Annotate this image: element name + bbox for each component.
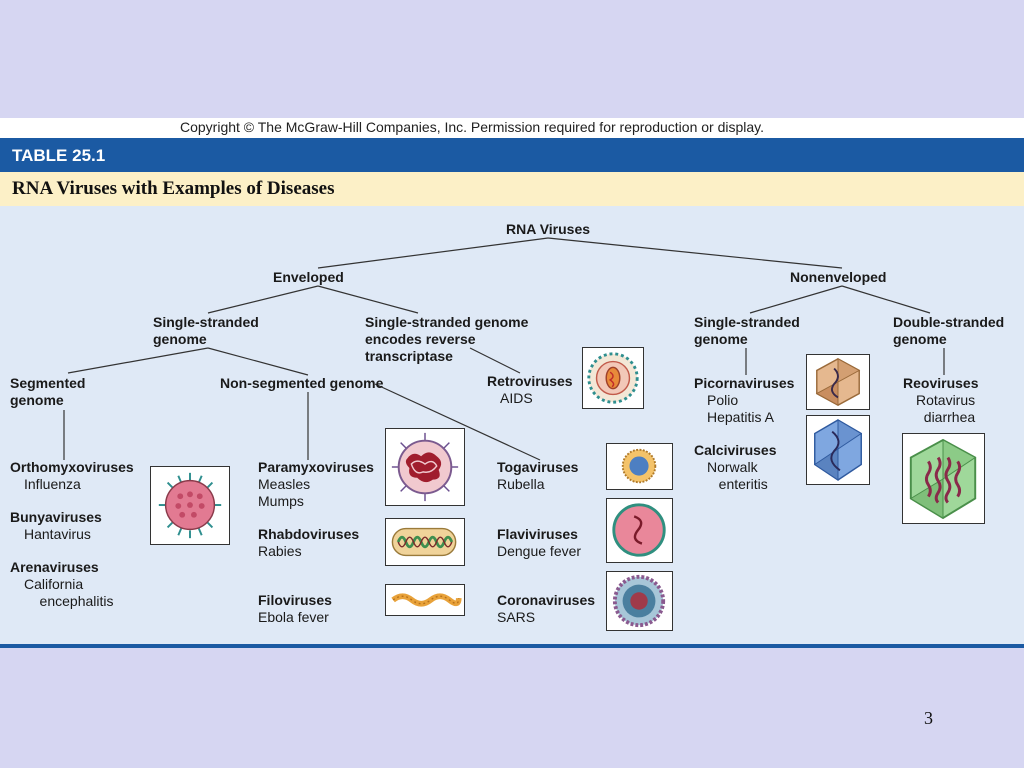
filovirus-illustration <box>385 584 465 616</box>
table-title: RNA Viruses with Examples of Diseases <box>12 178 335 199</box>
flavivirus-illustration <box>606 498 673 563</box>
node-non-segmented: Non-segmented genome <box>220 375 384 391</box>
node-nonenv-double-stranded: Double-stranded genome <box>893 314 1005 347</box>
family-orthomyxoviruses: Orthomyxoviruses <box>10 459 134 475</box>
example-rhabdoviruses: Rabies <box>258 543 302 559</box>
picornavirus-illustration <box>806 354 870 410</box>
rhabdovirus-illustration <box>385 518 465 566</box>
node-env-single-stranded: Single-stranded genome <box>153 314 259 347</box>
paramyxovirus-illustration <box>385 428 465 506</box>
table-number: TABLE 25.1 <box>12 146 106 165</box>
togavirus-illustration <box>606 443 673 490</box>
family-retroviruses: Retroviruses <box>487 373 573 389</box>
table-title-bar <box>0 172 1024 206</box>
node-env-reverse-transcriptase: Single-stranded genome encodes reverse t… <box>365 314 529 364</box>
family-togaviruses: Togaviruses <box>497 459 579 475</box>
retrovirus-illustration <box>582 347 644 409</box>
family-reoviruses: Reoviruses <box>903 375 979 391</box>
example-paramyxoviruses: Measles Mumps <box>258 476 311 509</box>
coronavirus-illustration <box>606 571 673 631</box>
example-reoviruses: Rotavirus diarrhea <box>916 392 976 425</box>
example-bunyaviruses: Hantavirus <box>24 526 91 542</box>
node-rna-viruses: RNA Viruses <box>506 221 591 237</box>
example-coronaviruses: SARS <box>497 609 536 625</box>
family-paramyxoviruses: Paramyxoviruses <box>258 459 374 475</box>
family-coronaviruses: Coronaviruses <box>497 592 596 608</box>
node-nonenveloped: Nonenveloped <box>790 269 887 285</box>
family-bunyaviruses: Bunyaviruses <box>10 509 102 525</box>
copyright-bar <box>0 118 1024 138</box>
family-arenaviruses: Arenaviruses <box>10 559 99 575</box>
example-orthomyxoviruses: Influenza <box>24 476 81 492</box>
calcivirus-illustration <box>806 415 870 485</box>
table-number-bar <box>0 138 1024 172</box>
example-togaviruses: Rubella <box>497 476 545 492</box>
family-flaviviruses: Flaviviruses <box>497 526 578 542</box>
family-filoviruses: Filoviruses <box>258 592 332 608</box>
slide-background-top <box>0 0 1024 118</box>
page-number: 3 <box>924 708 933 728</box>
example-retroviruses: AIDS <box>500 390 533 406</box>
node-nonenv-single-stranded: Single-stranded genome <box>694 314 800 347</box>
family-picornaviruses: Picornaviruses <box>694 375 795 391</box>
example-flaviviruses: Dengue fever <box>497 543 582 559</box>
copyright-notice: Copyright © The McGraw-Hill Companies, I… <box>180 119 765 135</box>
family-rhabdoviruses: Rhabdoviruses <box>258 526 360 542</box>
example-filoviruses: Ebola fever <box>258 609 329 625</box>
orthomyxovirus-illustration <box>150 466 230 545</box>
node-segmented: Segmented genome <box>10 375 86 408</box>
node-enveloped: Enveloped <box>273 269 344 285</box>
family-calciviruses: Calciviruses <box>694 442 777 458</box>
bottom-rule <box>0 644 1024 648</box>
example-arenaviruses: California encephalitis <box>24 576 114 609</box>
reovirus-illustration <box>902 433 985 524</box>
example-picornaviruses: Polio Hepatitis A <box>707 392 774 425</box>
example-calciviruses: Norwalk enteritis <box>707 459 768 492</box>
